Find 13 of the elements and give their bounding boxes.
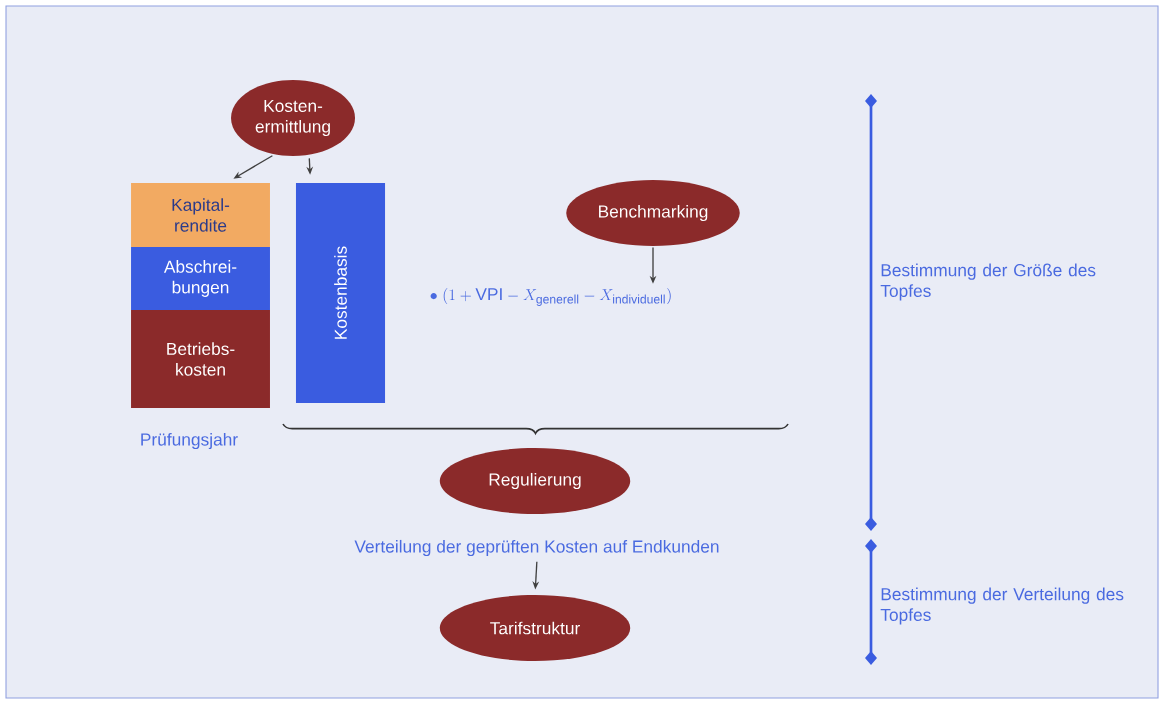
formula-text: $\bullet\;(1 + \mathrm{VPI} - X_{\mathrm{generell}} - X_{\mathrm{individuell}})$ — [430, 288, 671, 306]
stack-segment: Kapital- rendite — [131, 183, 270, 247]
flow-text: Verteilung der geprüften Kosten auf Endkunden — [354, 539, 719, 557]
cost-bar: Kostenbasis — [295, 183, 386, 403]
ellipse-node: Benchmarking — [566, 180, 740, 246]
ellipse-node: Regulierung — [439, 448, 631, 514]
year-label: Prüfungsjahr — [141, 432, 238, 450]
stack-segment: Betriebs- kosten — [131, 310, 270, 408]
ellipse-node: Kosten- ermittlung — [231, 80, 355, 156]
stack-segment: Abschrei- bungen — [131, 247, 270, 310]
bracket-label: Bestimmung der Größe des Topfes — [880, 263, 1096, 301]
bracket-label: Bestimmung der Verteilung des Topfes — [880, 587, 1124, 625]
ellipse-node: Tarifstruktur — [439, 595, 631, 661]
